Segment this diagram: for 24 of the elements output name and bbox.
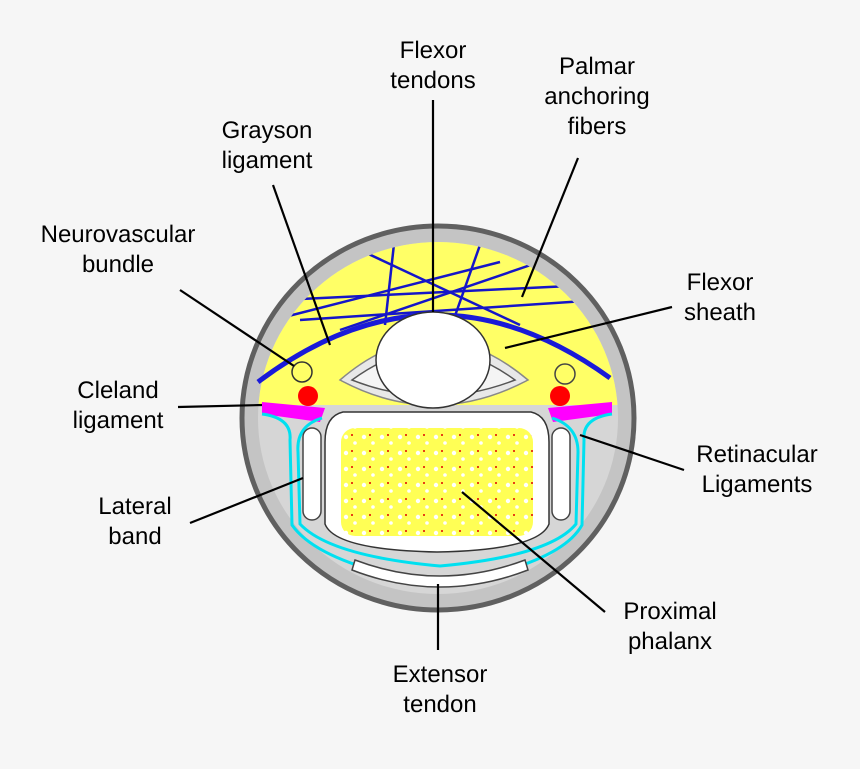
leader-line	[179, 289, 295, 367]
part-label: Palmar anchoring fibers	[532, 52, 662, 142]
leader-line	[432, 100, 434, 312]
leader-line	[436, 584, 440, 650]
band-shape	[302, 427, 322, 521]
leader-line	[520, 158, 580, 298]
bone-drawing	[324, 411, 550, 553]
part-label: Cleland ligament	[58, 376, 178, 436]
part-label: Flexor sheath	[670, 268, 770, 328]
leader-line	[272, 184, 332, 346]
part-label: Extensor tendon	[380, 660, 500, 720]
part-label: Retinacular Ligaments	[682, 440, 832, 500]
tendon-ellipse	[375, 311, 491, 409]
leader-line	[580, 434, 684, 472]
leader-line	[178, 404, 262, 408]
tendon-band	[351, 559, 529, 588]
leader-line	[504, 306, 672, 350]
part-label: Proximal phalanx	[610, 597, 730, 657]
part-label: Grayson ligament	[202, 116, 332, 176]
part-label: Lateral band	[85, 492, 185, 552]
nerve-circle	[291, 361, 313, 383]
part-label: Flexor tendons	[378, 36, 488, 96]
leader-line	[190, 476, 304, 524]
part-label: Neurovascular bundle	[33, 220, 203, 280]
